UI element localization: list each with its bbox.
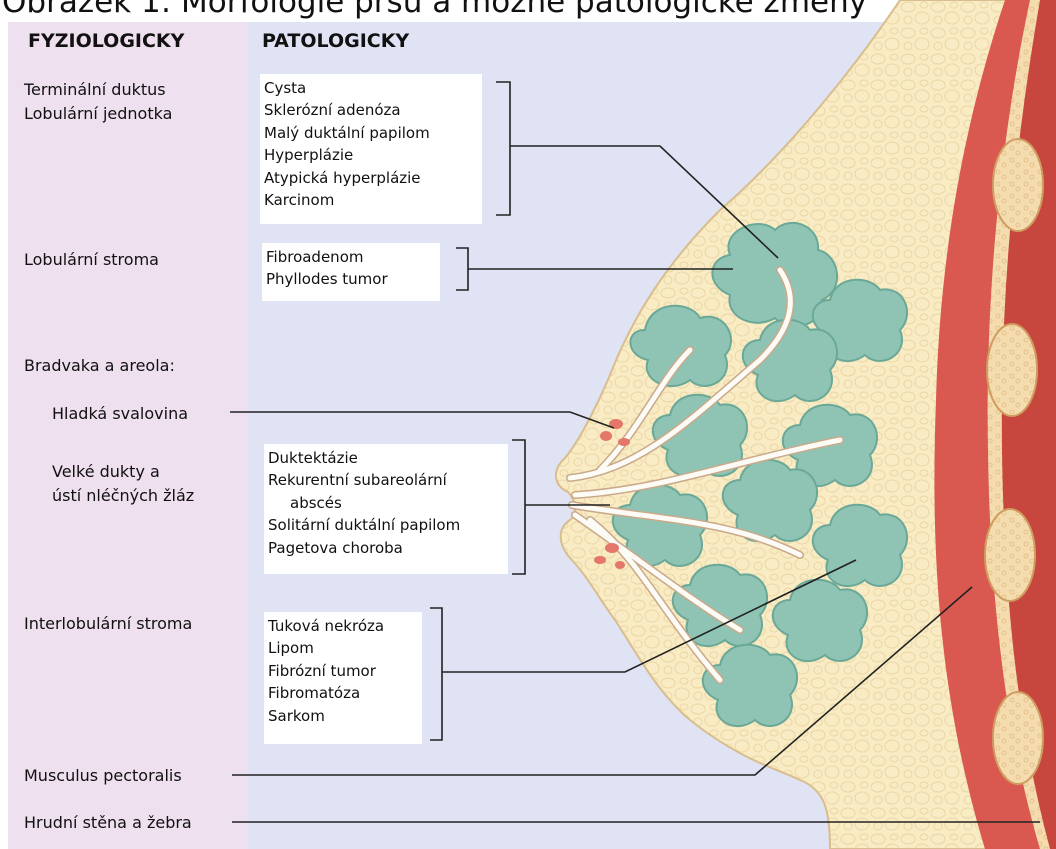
physiological-header: FYZIOLOGICKY [28, 30, 184, 52]
chest-wall-label: Hrudní stěna a žebra [24, 811, 192, 835]
pectoralis-label: Musculus pectoralis [24, 764, 182, 788]
large-ducts-label-line2: ústí nléčných žláz [52, 484, 194, 508]
nipple-areola-label: Bradvaka a areola: [24, 354, 175, 378]
smooth-muscle-label: Hladká svalovina [52, 402, 188, 426]
pathology-item: Lipom [268, 637, 418, 659]
interlobular-stroma-label: Interlobulární stroma [24, 612, 192, 636]
lobular-pathology-list: Fibroadenom Phyllodes tumor [262, 243, 440, 301]
pathology-item: Sarkom [268, 705, 418, 727]
pathology-item: Fibromatóza [268, 682, 418, 704]
pathology-item: Cysta [264, 77, 478, 99]
pathology-item: abscés [268, 492, 504, 514]
lobular-stroma-label: Lobulární stroma [24, 248, 159, 272]
pathology-item: Malý duktální papilom [264, 122, 478, 144]
pathology-item: Pagetova choroba [268, 537, 504, 559]
pathology-item: Fibrózní tumor [268, 660, 418, 682]
large-ducts-label-line1: Velké dukty a [52, 460, 160, 484]
pathology-item: Hyperplázie [264, 144, 478, 166]
pathology-item: Sklerózní adenóza [264, 99, 478, 121]
pathology-item: Tuková nekróza [268, 615, 418, 637]
tdlu-label-line1: Terminální duktus [24, 78, 166, 102]
pathology-item: Solitární duktální papilom [268, 514, 504, 536]
tdlu-pathology-list: Cysta Sklerózní adenóza Malý duktální pa… [260, 74, 482, 224]
tdlu-label-line2: Lobulární jednotka [24, 102, 172, 126]
pathology-item: Duktektázie [268, 447, 504, 469]
duct-pathology-list: Duktektázie Rekurentní subareolární absc… [264, 444, 508, 574]
pathology-item: Rekurentní subareolární [268, 469, 504, 491]
interlobular-pathology-list: Tuková nekróza Lipom Fibrózní tumor Fibr… [264, 612, 422, 744]
pathology-item: Fibroadenom [266, 246, 436, 268]
physiological-panel [8, 22, 248, 849]
pathology-item: Phyllodes tumor [266, 268, 436, 290]
pathology-item: Karcinom [264, 189, 478, 211]
pathology-item: Atypická hyperplázie [264, 167, 478, 189]
pathological-header: PATOLOGICKY [262, 30, 409, 52]
